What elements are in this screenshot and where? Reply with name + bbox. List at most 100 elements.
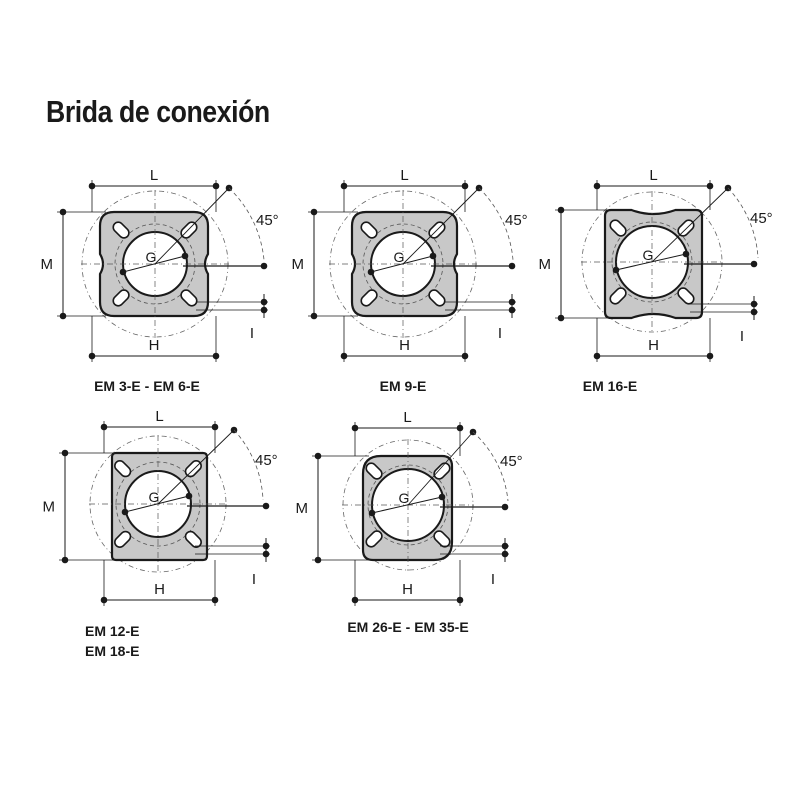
page-title: Brida de conexión (46, 94, 270, 129)
mounting-slot (365, 462, 383, 480)
mounting-slot (360, 289, 378, 307)
mounting-slot (677, 219, 695, 237)
h-label: H (648, 337, 659, 354)
diagonal-45-line (157, 429, 235, 505)
dimension-dot (212, 352, 220, 360)
angle-label: 45° (505, 212, 528, 229)
dimension-dot (260, 298, 268, 306)
m-label: M (296, 500, 309, 517)
dimension-dot (260, 306, 268, 314)
diagonal-45-line (402, 187, 480, 265)
dimension-dot (340, 182, 348, 190)
mounting-slot (428, 289, 446, 307)
mounting-slot (433, 462, 451, 480)
g-label: G (146, 249, 157, 265)
dimension-dot (367, 268, 375, 276)
mounting-slot (609, 287, 627, 305)
mounting-slot (112, 221, 130, 239)
dimension-dot (508, 306, 516, 314)
m-label: M (43, 499, 56, 516)
l-label: L (403, 409, 411, 426)
i-label: I (252, 571, 256, 588)
dimension-dot (212, 182, 220, 190)
angle-arc (727, 187, 759, 259)
dimension-dot (340, 352, 348, 360)
g-diameter-line (124, 495, 190, 513)
h-label: H (149, 337, 160, 354)
dimension-dot (501, 542, 509, 550)
l-label: L (400, 167, 408, 184)
g-diameter-line (615, 253, 687, 271)
l-label: L (649, 167, 657, 184)
diagonal-45-line (407, 431, 474, 506)
h-label: H (399, 337, 410, 354)
flange-view-em12: G 45° L H M I EM 12-E EM 18-E (43, 408, 278, 659)
g-label: G (643, 247, 654, 263)
angle-label: 45° (255, 452, 278, 469)
i-label: I (491, 571, 495, 588)
dimension-dot (456, 424, 464, 432)
g-label: G (399, 490, 410, 506)
dimension-dot (100, 423, 108, 431)
dimension-dot (262, 502, 270, 510)
mounting-slot (112, 289, 130, 307)
g-label: G (149, 489, 160, 505)
dimension-dot (501, 503, 509, 511)
mounting-slot (184, 460, 202, 478)
angle-label: 45° (256, 212, 279, 229)
dimension-dot (262, 550, 270, 558)
model-caption: EM 12-E (85, 623, 139, 639)
dimension-dot (310, 208, 318, 216)
dimension-dot (557, 206, 565, 214)
angle-arc (228, 187, 265, 261)
dimension-dot (351, 424, 359, 432)
mounting-slot (365, 530, 383, 548)
mounting-slot (114, 460, 132, 478)
dimension-dot (314, 556, 322, 564)
dimension-dot (750, 308, 758, 316)
dimension-dot (557, 314, 565, 322)
angle-label: 45° (750, 210, 773, 227)
dimension-dot (100, 596, 108, 604)
dimension-dot (368, 509, 376, 517)
construction-circle (89, 435, 227, 573)
dimension-dot (185, 492, 193, 500)
dimension-dot (508, 298, 516, 306)
l-label: L (155, 408, 163, 425)
dimension-dot (88, 352, 96, 360)
dimension-dot (750, 260, 758, 268)
g-diameter-line (371, 496, 443, 514)
dimension-dot (181, 252, 189, 260)
dimension-dot (88, 182, 96, 190)
mounting-slot (114, 530, 132, 548)
l-label: L (150, 167, 158, 184)
angle-arc (472, 431, 509, 502)
dimension-dot (429, 252, 437, 260)
dimension-dot (461, 352, 469, 360)
dimension-dot (61, 449, 69, 457)
g-diameter-line (122, 255, 186, 273)
mounting-slot (677, 287, 695, 305)
dimension-dot (682, 250, 690, 258)
model-caption: EM 18-E (85, 643, 139, 659)
dimension-dot (593, 182, 601, 190)
dimension-dot (750, 300, 758, 308)
model-caption: EM 26-E - EM 35-E (347, 619, 468, 635)
diagonal-45-line (651, 187, 729, 263)
m-label: M (292, 256, 305, 273)
dimension-dot (438, 493, 446, 501)
h-label: H (402, 581, 413, 598)
dimension-dot (593, 352, 601, 360)
dimension-dot (706, 182, 714, 190)
angle-arc (478, 187, 514, 261)
dimension-dot (461, 182, 469, 190)
dimension-dot (59, 208, 67, 216)
dimension-dot (61, 556, 69, 564)
dimension-dot (119, 268, 127, 276)
angle-arc (233, 429, 264, 501)
dimension-dot (211, 596, 219, 604)
h-label: H (154, 581, 165, 598)
